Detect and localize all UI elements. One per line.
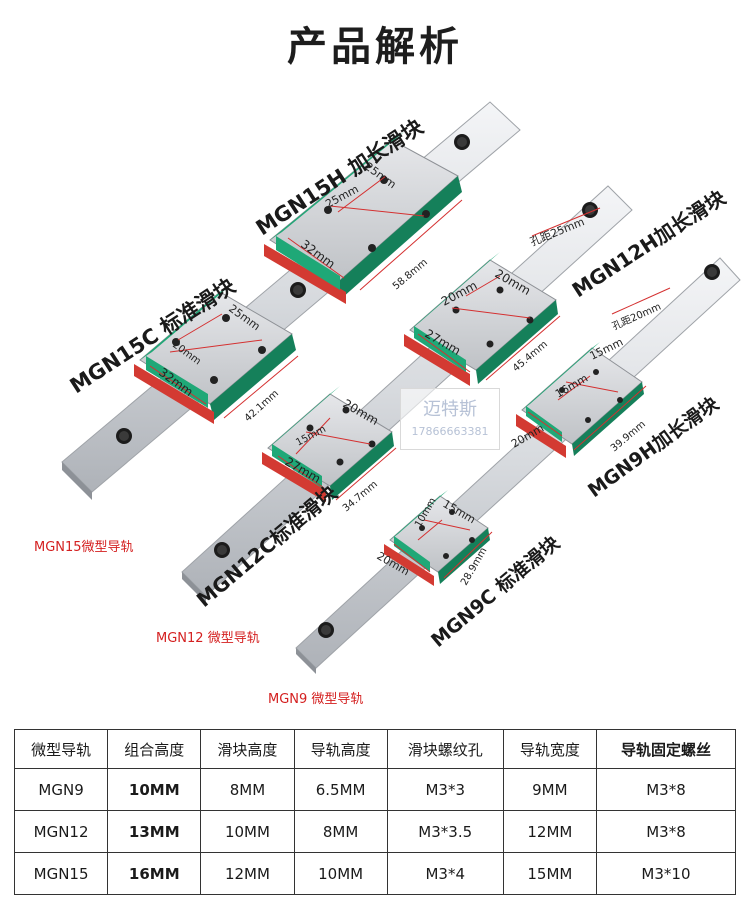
table-cell: M3*3.5 [386, 810, 504, 853]
col-header: 导轨高度 [293, 729, 388, 769]
mgn12c-block [262, 386, 394, 502]
watermark-name: 迈特斯 [423, 399, 477, 420]
col-header: 导轨宽度 [502, 729, 597, 769]
col-header: 滑块螺纹孔 [386, 729, 504, 769]
table-cell: 10MM [107, 768, 202, 811]
table-cell: 12MM [200, 852, 295, 895]
table-row: MGN9 10MM 8MM 6.5MM M3*3 9MM M3*8 [13, 768, 737, 811]
spec-table: 微型导轨 组合高度 滑块高度 导轨高度 滑块螺纹孔 导轨宽度 导轨固定螺丝 MG… [13, 729, 737, 895]
dim-b15c-len: 42.1mm [243, 388, 281, 424]
col-header: 导轨固定螺丝 [595, 729, 737, 769]
table-cell: M3*8 [595, 768, 737, 811]
mgn9c-block [384, 490, 490, 586]
mgn12h-block [404, 252, 558, 386]
page-title: 产品解析 [287, 24, 463, 70]
table-row: MGN15 16MM 12MM 10MM M3*4 15MM M3*10 [13, 852, 737, 895]
table-cell: M3*8 [595, 810, 737, 853]
watermark: 迈特斯 17866663381 [400, 388, 500, 450]
mgn9h-block [516, 342, 644, 458]
table-cell: 8MM [200, 768, 295, 811]
rail-caption-mgn12: MGN12 微型导轨 [156, 631, 260, 646]
table-cell: MGN15 [13, 852, 109, 895]
dimension-lines [149, 175, 671, 579]
table-cell: 15MM [502, 852, 597, 895]
col-header: 滑块高度 [200, 729, 295, 769]
table-cell: 16MM [107, 852, 202, 895]
dim-b15h-len: 58.8mm [391, 257, 430, 292]
table-cell: MGN9 [13, 768, 109, 811]
rail-caption-mgn15: MGN15微型导轨 [34, 540, 134, 555]
watermark-phone: 17866663381 [411, 425, 489, 438]
table-cell: M3*3 [386, 768, 504, 811]
col-header: 微型导轨 [13, 729, 109, 769]
table-cell: 8MM [293, 810, 388, 853]
table-cell: 12MM [502, 810, 597, 853]
table-cell: MGN12 [13, 810, 109, 853]
col-header: 组合高度 [107, 729, 202, 769]
table-cell: M3*4 [386, 852, 504, 895]
table-row: MGN12 13MM 10MM 8MM M3*3.5 12MM M3*8 [13, 810, 737, 853]
product-photo: MGN15H 加长滑块 MGN15C 标准滑块 MGN12H加长滑块 MGN12… [34, 101, 741, 707]
mgn15c-block [134, 284, 296, 424]
table-cell: 10MM [200, 810, 295, 853]
rail-caption-mgn9: MGN9 微型导轨 [268, 692, 363, 707]
table-cell: M3*10 [595, 852, 737, 895]
table-cell: 6.5MM [293, 768, 388, 811]
mgn15h-block [264, 132, 462, 304]
spec-table-header: 微型导轨 组合高度 滑块高度 导轨高度 滑块螺纹孔 导轨宽度 导轨固定螺丝 [13, 729, 737, 769]
table-cell: 10MM [293, 852, 388, 895]
table-cell: 13MM [107, 810, 202, 853]
table-cell: 9MM [502, 768, 597, 811]
